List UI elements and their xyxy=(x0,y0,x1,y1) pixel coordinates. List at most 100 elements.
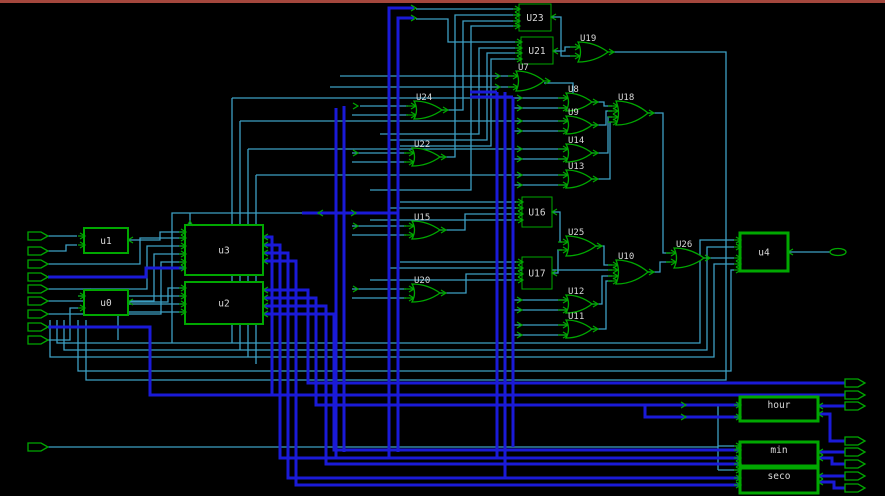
bus-wire[interactable] xyxy=(818,412,845,443)
wire[interactable] xyxy=(48,307,78,341)
gate-U12[interactable] xyxy=(564,294,594,314)
component-hour[interactable] xyxy=(738,395,820,423)
output-pin-8[interactable] xyxy=(844,483,867,493)
gate-U26[interactable] xyxy=(672,247,706,269)
component-u3[interactable] xyxy=(184,224,264,276)
component-min[interactable] xyxy=(738,440,820,468)
output-pin-6[interactable] xyxy=(844,459,867,469)
input-pin-4[interactable] xyxy=(27,272,50,282)
wire[interactable] xyxy=(592,121,612,180)
bus-wire[interactable] xyxy=(263,296,740,407)
wire[interactable] xyxy=(49,263,734,358)
component-u1[interactable] xyxy=(83,227,129,254)
input-pin-8[interactable] xyxy=(27,322,50,332)
input-pin-6[interactable] xyxy=(27,296,50,306)
input-pin-3[interactable] xyxy=(27,259,50,269)
wire[interactable] xyxy=(48,237,184,265)
gate-U14[interactable] xyxy=(564,143,594,163)
component-input-arrow xyxy=(735,474,743,482)
bus-wire[interactable] xyxy=(263,235,274,395)
wire[interactable] xyxy=(128,287,184,303)
wire[interactable] xyxy=(400,58,520,147)
bus-wire[interactable] xyxy=(263,304,740,466)
wire[interactable] xyxy=(370,25,518,191)
gate-U7[interactable] xyxy=(514,70,546,92)
component-u0[interactable] xyxy=(83,289,129,316)
wire[interactable] xyxy=(592,275,612,305)
gate-U15[interactable] xyxy=(410,220,442,240)
bus-wire[interactable] xyxy=(387,6,414,459)
wire[interactable] xyxy=(48,244,77,252)
input-pin-10[interactable] xyxy=(27,442,50,452)
gate-U24[interactable] xyxy=(412,100,444,120)
direction-arrow xyxy=(350,209,358,217)
bus-wire[interactable] xyxy=(263,243,740,460)
component-input-arrow xyxy=(180,234,188,242)
component-u4[interactable] xyxy=(738,231,790,273)
gate-U11[interactable] xyxy=(564,319,594,339)
output-pin-1[interactable] xyxy=(844,378,867,388)
gate-label: U7 xyxy=(518,63,529,73)
input-pin-5[interactable] xyxy=(27,284,50,294)
bus-wire[interactable] xyxy=(263,312,740,452)
wire[interactable] xyxy=(552,211,562,243)
gate-output-arrow xyxy=(608,48,616,56)
wire[interactable] xyxy=(544,82,574,93)
gate-U18[interactable] xyxy=(615,100,650,126)
component-seco[interactable] xyxy=(738,466,820,495)
input-pin-7[interactable] xyxy=(27,309,50,319)
gate-U22[interactable] xyxy=(410,147,442,167)
wire[interactable] xyxy=(56,239,734,344)
direction-arrow xyxy=(516,117,524,125)
wire[interactable] xyxy=(85,51,727,381)
gate-label: U14 xyxy=(568,136,584,146)
wire[interactable] xyxy=(442,20,518,111)
bus-wire[interactable] xyxy=(818,480,845,490)
bus-wire[interactable] xyxy=(48,266,184,279)
input-pin-1[interactable] xyxy=(27,231,50,241)
wire[interactable] xyxy=(128,231,184,241)
bus-wire[interactable] xyxy=(263,259,740,487)
output-pin-4[interactable] xyxy=(844,436,867,446)
wire[interactable] xyxy=(440,213,518,231)
output-pin-5[interactable] xyxy=(844,447,867,457)
direction-arrow xyxy=(516,296,524,304)
bus-wire[interactable] xyxy=(263,288,845,385)
component-output-arrow xyxy=(816,478,824,486)
wire[interactable] xyxy=(648,112,670,254)
bus-wire[interactable] xyxy=(396,16,414,452)
bus-wire[interactable] xyxy=(263,251,740,480)
component-U21[interactable] xyxy=(520,36,554,65)
wire[interactable] xyxy=(416,18,520,43)
gate-U19[interactable] xyxy=(576,41,610,63)
component-output-arrow xyxy=(261,302,269,310)
wire[interactable] xyxy=(171,212,302,343)
input-pin-9[interactable] xyxy=(27,335,50,345)
bus-wire[interactable] xyxy=(643,405,740,419)
wire[interactable] xyxy=(77,269,734,372)
gate-U20[interactable] xyxy=(410,283,442,303)
gate-U9[interactable] xyxy=(564,115,594,135)
output-pin-2[interactable] xyxy=(844,390,867,400)
gate-label: U18 xyxy=(618,93,634,103)
component-label: U23 xyxy=(526,13,543,24)
direction-arrow xyxy=(186,219,194,227)
output-pin-3[interactable] xyxy=(844,401,867,411)
wire[interactable] xyxy=(551,16,576,57)
gate-U8[interactable] xyxy=(564,92,594,112)
gate-U25[interactable] xyxy=(564,235,598,257)
gate-U13[interactable] xyxy=(564,169,594,189)
component-U17[interactable] xyxy=(521,256,553,290)
bus-wire[interactable] xyxy=(818,456,845,466)
wire[interactable] xyxy=(440,273,518,294)
u4-output-pin[interactable] xyxy=(829,247,847,257)
component-input-arrow xyxy=(180,250,188,258)
wire[interactable] xyxy=(63,246,734,351)
wire[interactable] xyxy=(440,14,518,158)
input-pin-2[interactable] xyxy=(27,246,50,256)
component-U23[interactable] xyxy=(518,3,552,32)
output-pin-7[interactable] xyxy=(844,471,867,481)
component-U16[interactable] xyxy=(521,196,553,228)
gate-U10[interactable] xyxy=(615,259,650,285)
